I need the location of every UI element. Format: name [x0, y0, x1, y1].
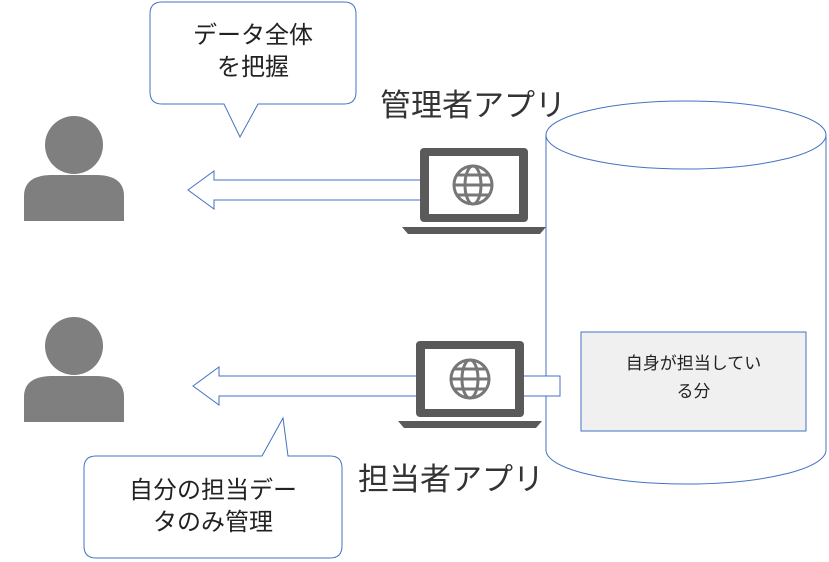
bottom-bubble-line1: 自分の担当デー [129, 476, 297, 504]
owner-globe-icon [449, 358, 491, 400]
own-data-box [580, 331, 807, 432]
bottom-bubble-text: 自分の担当デー タのみ管理 [84, 474, 342, 538]
top-bubble-line1: データ全体 [193, 21, 313, 49]
owner-user-icon [24, 317, 124, 422]
top-bubble-text: データ全体 を把握 [150, 19, 356, 83]
admin-laptop-icon [402, 148, 546, 234]
own-data-box-text: 自身が担当してい る分 [581, 350, 806, 406]
top-speech-bubble [149, 1, 357, 139]
bottom-bubble-line2: タのみ管理 [153, 508, 273, 536]
own-data-box-line1: 自身が担当してい [625, 354, 762, 374]
admin-app-label: 管理者アプリ [380, 88, 566, 124]
top-bubble-line2: を把握 [217, 53, 289, 81]
bottom-speech-bubble [83, 416, 343, 559]
admin-user-icon [24, 116, 124, 221]
admin-globe-icon [452, 164, 494, 206]
owner-laptop-icon [398, 341, 542, 428]
owner-app-label: 担当者アプリ [358, 462, 544, 498]
own-data-box-line2: る分 [676, 382, 711, 402]
